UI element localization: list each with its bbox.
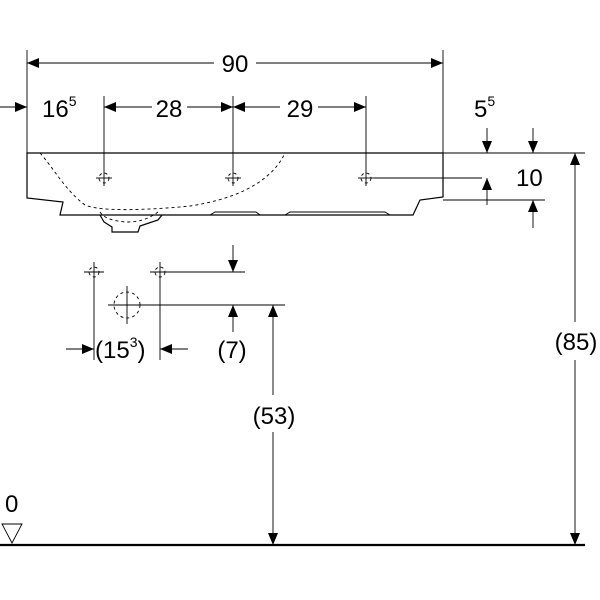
tap-holes: [96, 170, 482, 186]
floor-level-label: 0: [5, 491, 18, 518]
dimension-drain-height: (53): [253, 305, 296, 545]
drain-offset-label: (7): [217, 337, 246, 364]
waste-outlet: [108, 286, 285, 324]
overall-width-label: 90: [222, 51, 249, 78]
dimension-drain-spacing: (153): [66, 334, 188, 364]
fixing-hole-left: [84, 262, 104, 282]
fixing-hole-right: [150, 262, 245, 282]
rim-offset-label: 55: [474, 93, 495, 123]
hole-spacing-2-label: 29: [287, 96, 314, 123]
offset-first-hole-label: 165: [42, 93, 77, 123]
dimension-overall-width: 90: [26, 50, 444, 153]
hole-spacing-1-label: 28: [156, 96, 183, 123]
basin-body: [26, 152, 444, 216]
dimension-drain-offset: (7): [217, 245, 247, 364]
drain-height-label: (53): [253, 403, 296, 430]
drain-contour: [99, 211, 159, 223]
mount-height-label: (85): [555, 329, 598, 356]
wall-fixing-holes: [84, 262, 285, 360]
basin-underside-recess: [209, 211, 391, 216]
tap-hole-3: [358, 170, 482, 186]
floor-datum: 0: [0, 491, 585, 547]
basin: [26, 152, 444, 233]
dimension-hole-offsets: 165 28 29: [0, 93, 367, 170]
basin-drain-outlet: [99, 214, 163, 233]
bowl-contour: [39, 152, 286, 211]
dimension-rim: 55 10: [443, 93, 585, 228]
drain-spacing-label: (153): [95, 334, 146, 364]
dimension-mount-height: (85): [555, 153, 598, 545]
tap-hole-2: [225, 170, 241, 186]
tap-hole-1: [96, 170, 112, 186]
thickness-label: 10: [516, 165, 543, 192]
datum-triangle: [1, 523, 23, 544]
